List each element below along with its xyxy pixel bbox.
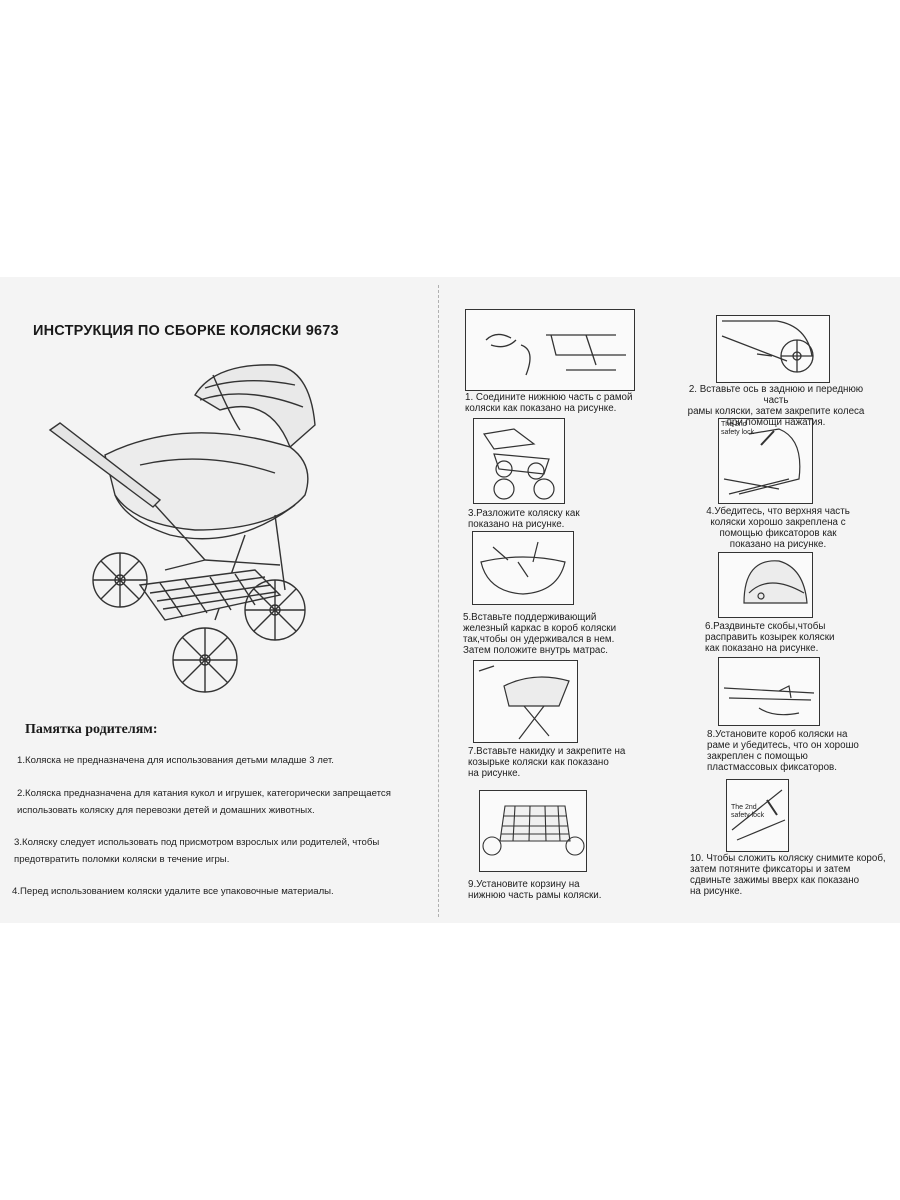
step-10-figure: The 2nd safety lock [726,779,789,852]
memo-item-2: 2.Коляска предназначена для катания куко… [17,788,391,816]
step-9-caption: 9.Установите корзину на нижнюю часть рам… [468,879,602,901]
memo-item-4: 4.Перед использованием коляски удалите в… [12,886,334,897]
step-1-figure [465,309,635,391]
step-2-figure [716,315,830,383]
step-7-figure [473,660,578,743]
step-6-caption: 6.Раздвиньте скобы,чтобы расправить козы… [705,621,835,654]
step-8-figure [718,657,820,726]
step-4-caption: 4.Убедитесь, что верхняя часть коляски х… [706,506,850,550]
step-3-caption: 3.Разложите коляску как показано на рису… [468,508,580,530]
safety-lock-label: The 2nd safety lock [721,421,755,436]
step-6-figure [718,552,813,618]
memo-heading: Памятка родителям: [25,722,158,737]
step-5-figure [472,531,574,605]
step-3-figure [473,418,565,504]
page-fold [438,285,439,917]
step-2-caption: 2. Вставьте ось в заднюю и переднюю част… [687,384,865,428]
step-9-figure [479,790,587,872]
safety-lock-label-2: The 2nd safety lock [731,804,765,819]
stroller-illustration [48,364,316,693]
step-4-figure: The 2nd safety lock [718,418,813,504]
page-title: ИНСТРУКЦИЯ ПО СБОРКЕ КОЛЯСКИ 9673 [33,323,339,339]
step-1-caption: 1. Соедините нижнюю часть с рамой коляск… [465,392,633,414]
step-8-caption: 8.Установите короб коляски на раме и убе… [707,729,859,773]
step-10-caption: 10. Чтобы сложить коляску снимите короб,… [690,853,886,897]
step-7-caption: 7.Вставьте накидку и закрепите на козырь… [468,746,626,779]
memo-item-3: 3.Коляску следует использовать под присм… [14,837,380,865]
memo-item-1: 1.Коляска не предназначена для использов… [17,755,334,766]
step-5-caption: 5.Вставьте поддерживающий железный карка… [463,612,617,656]
